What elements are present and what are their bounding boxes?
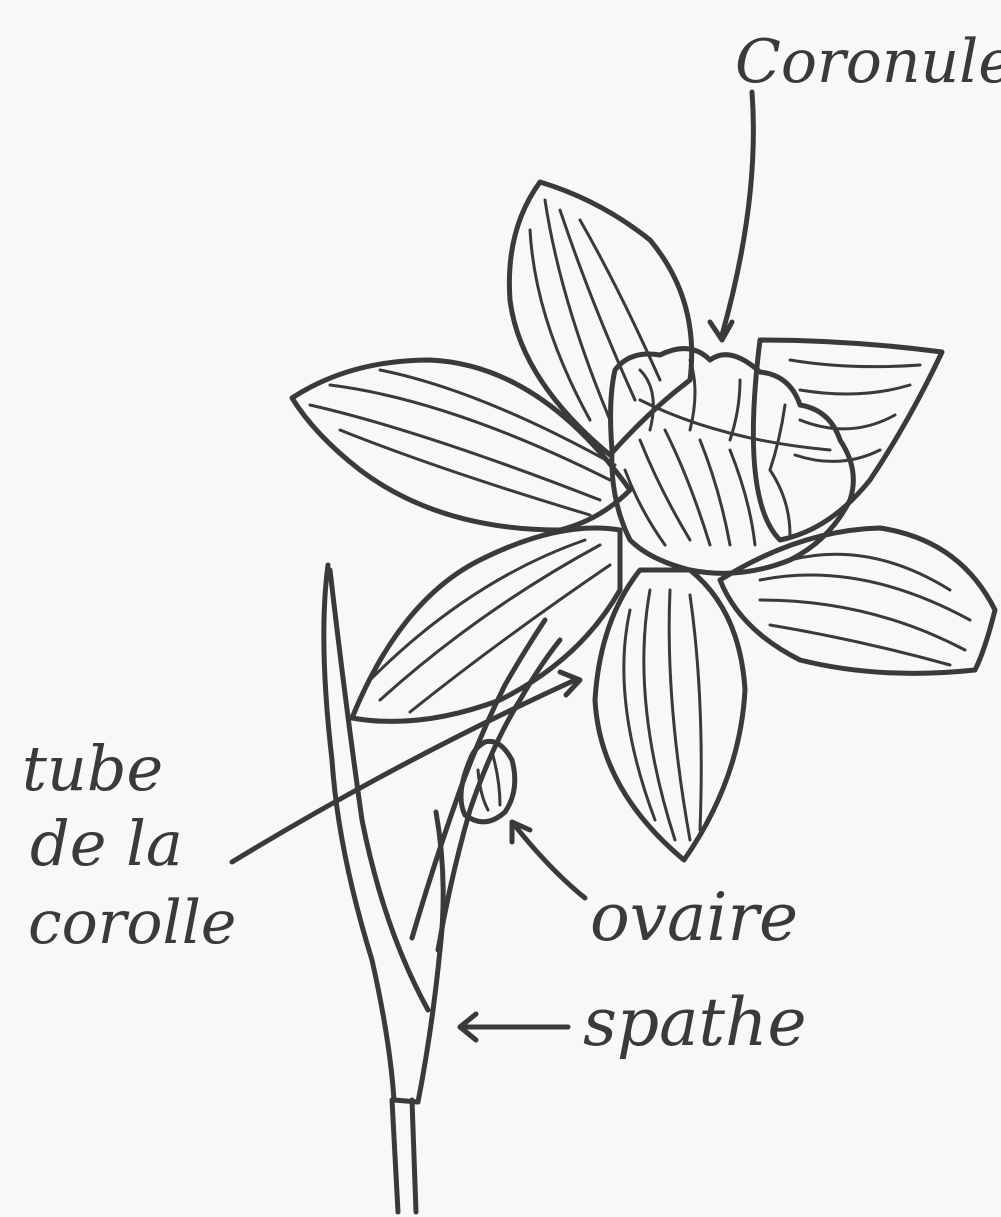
corolla-tube (412, 620, 560, 950)
petal-upper-right (753, 340, 942, 540)
ovaire-arrow (512, 822, 585, 898)
label-coronule: Coronule (735, 27, 1001, 97)
label-tube-line1: tube (22, 732, 163, 805)
petals (292, 182, 995, 860)
label-spathe: spathe (583, 984, 807, 1061)
stem (392, 1100, 416, 1212)
label-tube-line3: corolle (28, 888, 236, 958)
coronule-arrow (722, 92, 753, 335)
label-ovaire: ovaire (590, 879, 798, 956)
label-tube-line2: de la (30, 807, 183, 880)
spathe (324, 565, 443, 1102)
